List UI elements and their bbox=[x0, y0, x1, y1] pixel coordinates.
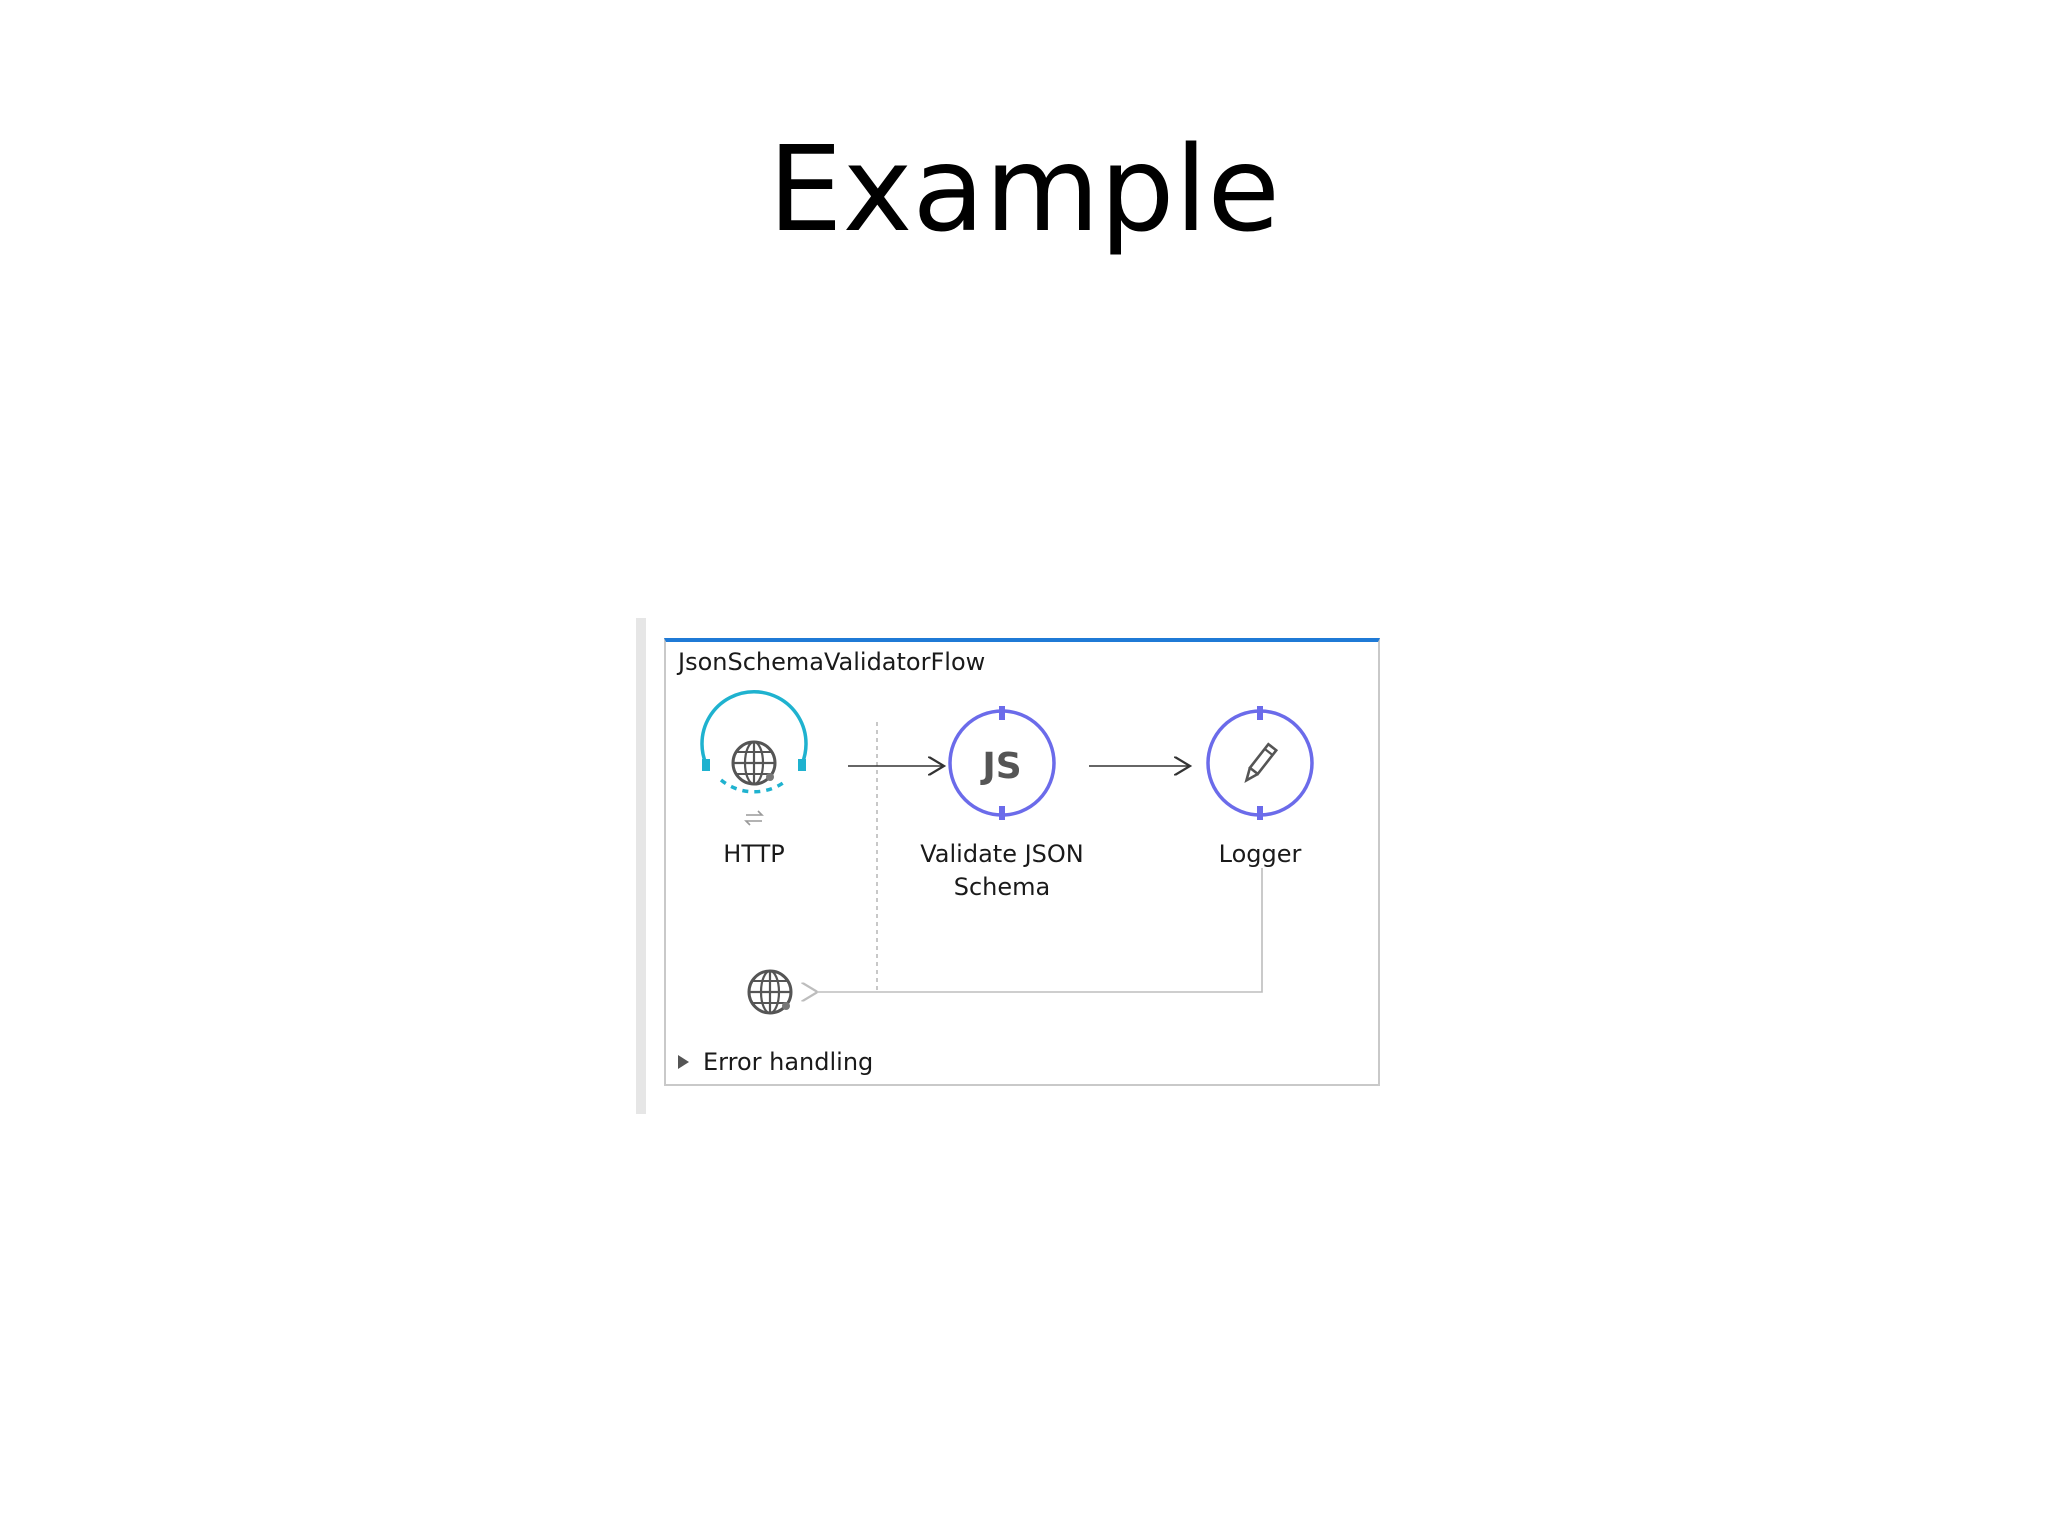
flow-name[interactable]: JsonSchemaValidatorFlow bbox=[678, 648, 986, 676]
logger-node[interactable] bbox=[1206, 706, 1314, 820]
error-handling-toggle[interactable]: Error handling bbox=[678, 1048, 873, 1076]
expand-triangle-icon[interactable] bbox=[678, 1055, 689, 1069]
error-handling-label: Error handling bbox=[703, 1048, 874, 1076]
node-label-line: Schema bbox=[953, 873, 1051, 901]
exchange-arrows-icon bbox=[744, 810, 764, 826]
node-label-line: Validate JSON bbox=[920, 840, 1084, 868]
pencil-icon bbox=[1244, 742, 1279, 783]
logger-node-label: Logger bbox=[1200, 838, 1320, 871]
validate-node-label: Validate JSON Schema bbox=[912, 838, 1092, 904]
http-node-label: HTTP bbox=[694, 838, 814, 871]
flow-canvas: JS bbox=[700, 690, 1314, 1015]
validate-json-schema-node[interactable]: JS bbox=[948, 706, 1056, 820]
left-panel-edge bbox=[636, 618, 646, 1114]
response-path bbox=[816, 868, 1263, 992]
globe-icon bbox=[731, 740, 777, 786]
http-listener-node[interactable] bbox=[700, 690, 808, 826]
slide-title: Example bbox=[768, 120, 1280, 258]
js-icon: JS bbox=[979, 746, 1021, 787]
flow-container[interactable]: JsonSchemaValidatorFlow bbox=[664, 638, 1380, 1086]
node-label-text: HTTP bbox=[723, 840, 785, 868]
node-label-text: Logger bbox=[1218, 840, 1302, 868]
globe-icon[interactable] bbox=[747, 969, 793, 1015]
